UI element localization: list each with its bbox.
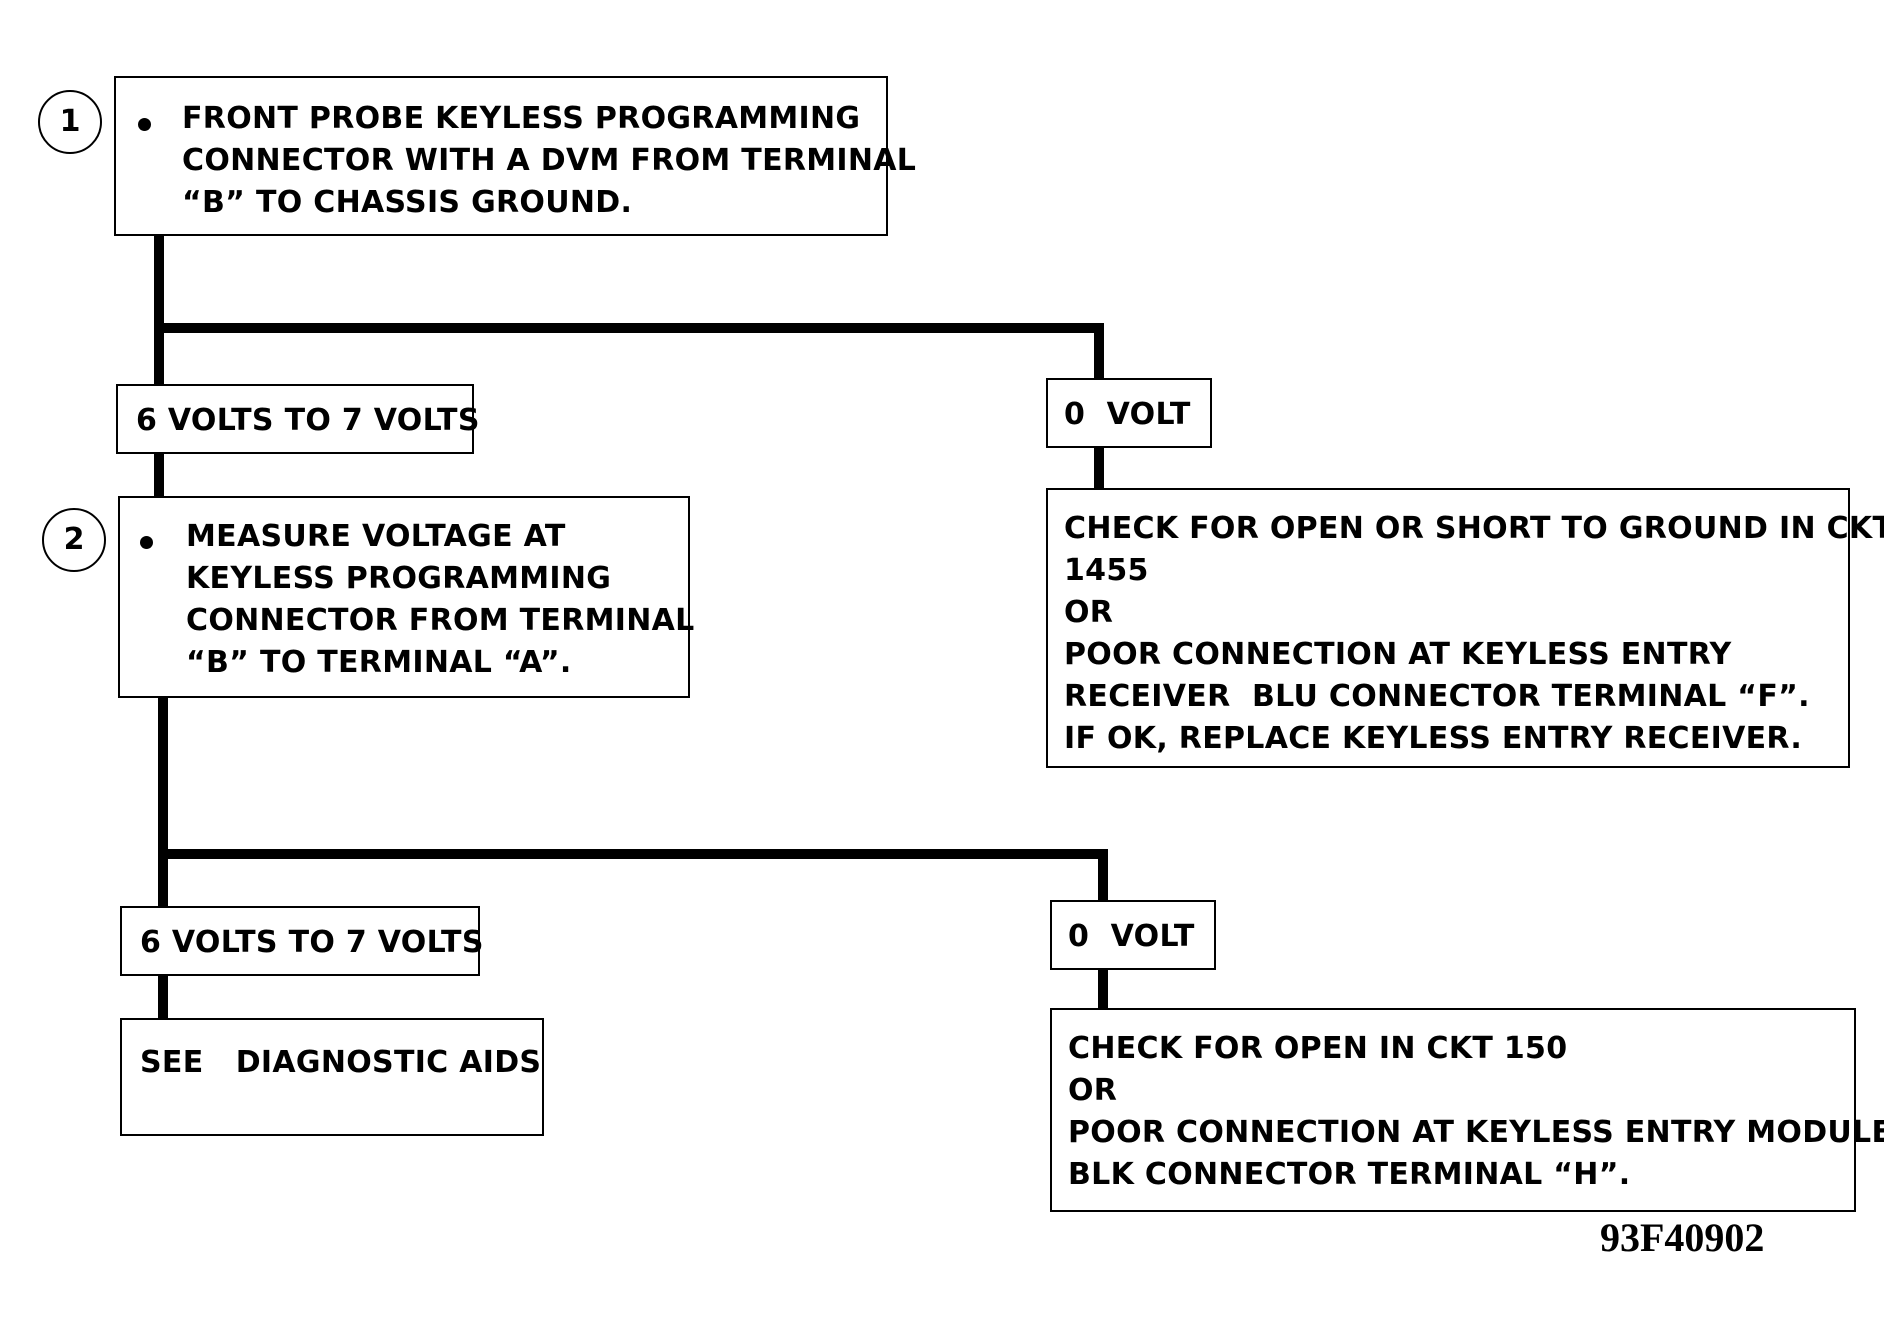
step-1-line-2: CONNECTOR WITH A DVM FROM TERMINAL [182, 143, 917, 178]
result-line: SEE DIAGNOSTIC AIDS [140, 1045, 542, 1080]
branch-label: 0 VOLT [1068, 919, 1195, 954]
step-2-line-2: KEYLESS PROGRAMMING [186, 561, 612, 596]
connector-step2-horizontal [158, 849, 1108, 859]
step-1-line-1: FRONT PROBE KEYLESS PROGRAMMING [182, 101, 861, 136]
step-2-line-4: “B” TO TERMINAL “A”. [186, 645, 572, 680]
result-box: SEE DIAGNOSTIC AIDS [120, 1018, 544, 1136]
result-line: BLK CONNECTOR TERMINAL “H”. [1068, 1157, 1631, 1192]
step-1-line-3: “B” TO CHASSIS GROUND. [182, 185, 633, 220]
result-line: POOR CONNECTION AT KEYLESS ENTRY MODULE [1068, 1115, 1884, 1150]
branch-label-box: 0 VOLT [1046, 378, 1212, 448]
bullet-icon [138, 118, 151, 131]
step-number-circle: 2 [42, 508, 106, 572]
connector-step2-right-down [1098, 849, 1108, 901]
result-box: CHECK FOR OPEN OR SHORT TO GROUND IN CKT… [1046, 488, 1884, 768]
connector-step2-down [158, 698, 168, 908]
step-1-box: FRONT PROBE KEYLESS PROGRAMMING CONNECTO… [114, 76, 916, 236]
branch-label-box: 6 VOLTS TO 7 VOLTS [116, 384, 479, 454]
bullet-icon [140, 536, 153, 549]
connector-step1-down [154, 236, 164, 386]
branch-label: 6 VOLTS TO 7 VOLTS [140, 925, 484, 960]
step-number-circle: 1 [38, 90, 102, 154]
connector-step1-horizontal [154, 323, 1104, 333]
branch-label-box: 0 VOLT [1050, 900, 1216, 970]
result-line: RECEIVER BLU CONNECTOR TERMINAL “F”. [1064, 679, 1810, 714]
connector-step2-right-result [1098, 966, 1108, 1018]
result-box: CHECK FOR OPEN IN CKT 150 OR POOR CONNEC… [1050, 1008, 1884, 1212]
step-2-box: MEASURE VOLTAGE AT KEYLESS PROGRAMMING C… [118, 496, 694, 698]
result-line: CHECK FOR OPEN IN CKT 150 [1068, 1031, 1568, 1066]
result-line: IF OK, REPLACE KEYLESS ENTRY RECEIVER. [1064, 721, 1803, 756]
branch-label: 0 VOLT [1064, 397, 1191, 432]
connector-right-branch-to-result [1094, 446, 1104, 490]
figure-code: 93F40902 [1600, 1215, 1765, 1260]
result-line: CHECK FOR OPEN OR SHORT TO GROUND IN CKT [1064, 511, 1884, 546]
result-line: POOR CONNECTION AT KEYLESS ENTRY [1064, 637, 1732, 672]
step-2-line-3: CONNECTOR FROM TERMINAL [186, 603, 695, 638]
connector-left-branch-to-step2 [154, 452, 164, 496]
result-line: OR [1068, 1073, 1118, 1108]
connector-step1-right-down [1094, 323, 1104, 379]
result-line: OR [1064, 595, 1114, 630]
connector-step2-left-result [158, 972, 168, 1022]
branch-label-box: 6 VOLTS TO 7 VOLTS [120, 906, 483, 976]
step-2-line-1: MEASURE VOLTAGE AT [186, 519, 566, 554]
branch-label: 6 VOLTS TO 7 VOLTS [136, 403, 480, 438]
result-line: 1455 [1064, 553, 1149, 588]
